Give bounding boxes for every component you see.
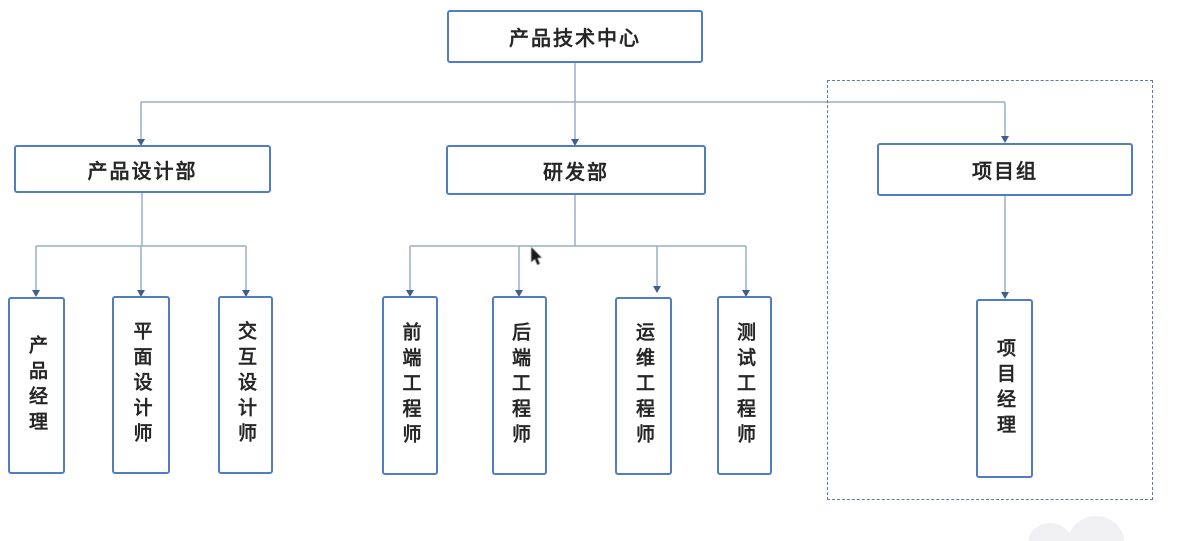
connector-design-dept-to-roles [35,193,247,292]
mouse-cursor-icon [531,247,542,265]
node-frontend-engineer[interactable]: 前端工程师 [382,296,438,475]
node-product-manager[interactable]: 产品经理 [8,297,65,474]
node-product-tech-center[interactable]: 产品技术中心 [447,10,703,63]
project-group-dashed-frame [827,80,1153,500]
node-interaction-designer[interactable]: 交互设计师 [218,296,273,474]
node-project-manager[interactable]: 项目经理 [976,299,1033,478]
node-graphic-designer[interactable]: 平面设计师 [112,296,170,474]
node-design-dept[interactable]: 产品设计部 [14,145,271,193]
watermark-blob [1028,523,1072,541]
node-label: 研发部 [543,161,609,184]
node-label: 前端工程师 [399,321,421,450]
node-label: 测试工程师 [734,321,755,450]
node-project-group[interactable]: 项目组 [877,143,1133,196]
connector-rnd-dept-to-roles [409,195,747,292]
node-label: 平面设计师 [130,321,152,449]
node-rnd-dept[interactable]: 研发部 [446,145,706,195]
node-label: 产品设计部 [87,160,198,183]
node-test-engineer[interactable]: 测试工程师 [717,296,772,475]
node-label: 项目组 [972,161,1038,183]
node-label: 产品技术中心 [509,28,641,50]
node-label: 项目经理 [994,337,1015,440]
node-label: 后端工程师 [509,321,530,450]
node-label: 交互设计师 [235,321,256,449]
node-label: 产品经理 [26,334,47,437]
node-label: 运维工程师 [633,322,654,450]
node-ops-engineer[interactable]: 运维工程师 [615,297,672,475]
watermark-blob [1068,516,1124,541]
node-backend-engineer[interactable]: 后端工程师 [492,296,547,475]
